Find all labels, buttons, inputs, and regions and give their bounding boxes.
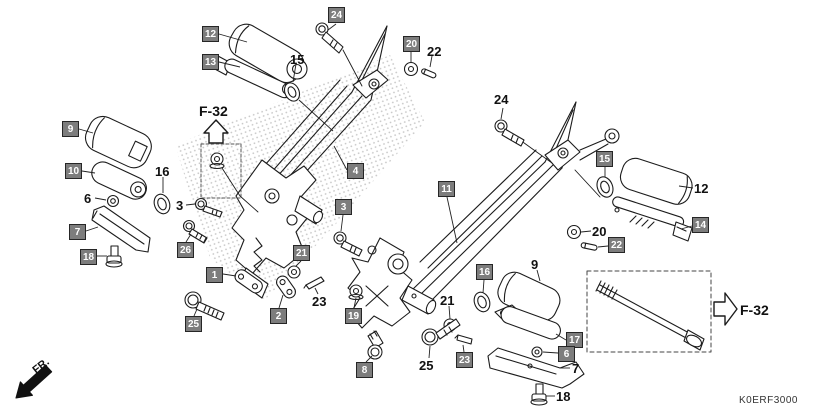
joint-plate-2 bbox=[276, 275, 296, 299]
pin-22-right bbox=[580, 242, 598, 251]
washer-15-topleft bbox=[283, 82, 301, 102]
bolt-3-boxed bbox=[333, 231, 363, 257]
washer-16-left bbox=[153, 193, 171, 215]
step-bar-10-left bbox=[91, 161, 147, 200]
washer-21-left bbox=[287, 265, 301, 279]
bolt-26 bbox=[182, 219, 208, 244]
drawing-code: K0ERF3000 bbox=[739, 395, 798, 406]
grommet-19 bbox=[348, 284, 364, 301]
washer-20-top bbox=[403, 61, 419, 77]
f32-ref-nut bbox=[200, 143, 259, 213]
pin-22-top bbox=[421, 68, 437, 79]
link-plate-1 bbox=[234, 269, 263, 294]
bolt-24-top bbox=[315, 22, 344, 54]
leader-lines bbox=[78, 23, 694, 397]
pillion-step-rubber-right bbox=[619, 157, 693, 205]
pillion-step-bracket-right bbox=[612, 196, 693, 242]
bolt-18-left bbox=[105, 245, 123, 268]
washer-15-right bbox=[574, 169, 614, 198]
washer-20-right bbox=[566, 224, 582, 240]
right-step-bracket bbox=[347, 101, 620, 329]
bolt-25-right bbox=[421, 318, 461, 346]
bolt-25-left bbox=[184, 291, 225, 321]
step-bar-17 bbox=[494, 304, 561, 340]
fr-direction-arrow bbox=[15, 364, 53, 399]
bolt-3-left bbox=[194, 197, 223, 218]
washer-16-right bbox=[473, 291, 491, 313]
rubber-end-hole bbox=[286, 58, 308, 80]
f32-right-arrow bbox=[713, 292, 738, 326]
cotter-pin-23-left bbox=[303, 276, 325, 290]
f32-up-label: F-32 bbox=[199, 103, 228, 119]
step-rubber-9-left bbox=[84, 115, 152, 169]
cotter-pin-23-right bbox=[454, 334, 473, 345]
bolt-24-right bbox=[494, 119, 525, 147]
nut-6-right bbox=[531, 346, 543, 358]
bolt-8 bbox=[367, 330, 384, 360]
f32-ref-bolt bbox=[586, 270, 712, 353]
f32-up-arrow bbox=[203, 119, 229, 144]
f32-right-label: F-32 bbox=[740, 302, 769, 318]
step-guard-7-left bbox=[91, 205, 151, 253]
step-guard-7-right bbox=[487, 347, 585, 389]
nut-6-left bbox=[106, 194, 120, 208]
bolt-18-right bbox=[530, 383, 548, 406]
